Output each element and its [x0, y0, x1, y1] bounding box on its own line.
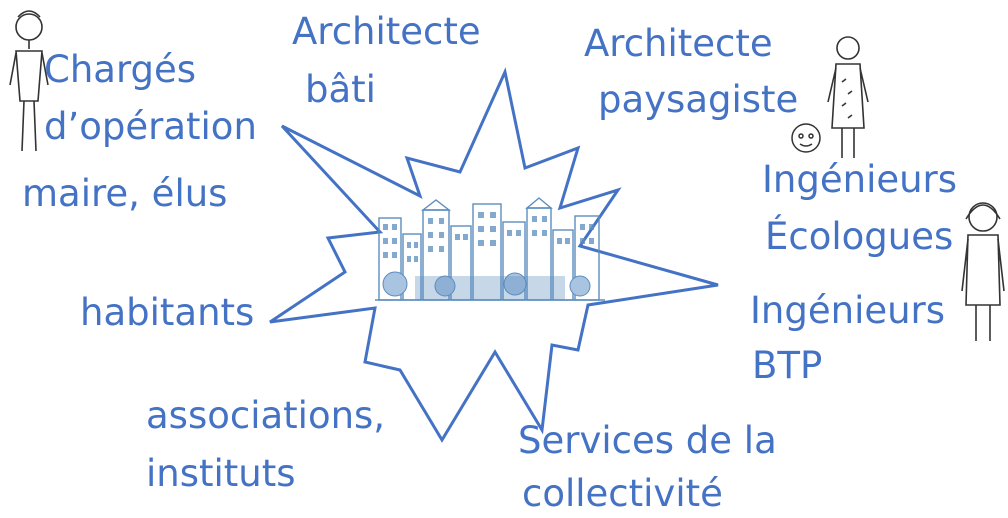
label-architecte-paysagiste-line2: paysagiste [598, 78, 799, 121]
person-sketch-left [9, 10, 49, 152]
label-architecte-bati-line2: bâti [305, 68, 376, 111]
label-services-line2: collectivité [522, 472, 723, 515]
label-ingenieurs-btp-line2: BTP [752, 344, 823, 387]
person-sketch-top-right [827, 36, 869, 158]
label-charges-line2: d’opération [44, 105, 257, 148]
label-ingenieurs-ecologues-line1: Ingénieurs [762, 158, 958, 201]
cityscape-illustration [375, 197, 605, 301]
child-sketch [791, 123, 821, 153]
label-ingenieurs-ecologues-line2: Écologues [765, 215, 954, 258]
label-habitants: habitants [80, 291, 255, 334]
label-architecte-paysagiste-line1: Architecte [584, 22, 773, 65]
label-associations-line1: associations, [146, 394, 386, 437]
person-sketch-right [961, 202, 1005, 341]
label-charges-line1: Chargés [44, 48, 197, 91]
label-services-line1: Services de la [518, 419, 777, 462]
label-maire-elus: maire, élus [22, 172, 228, 215]
label-associations-line2: instituts [146, 452, 296, 495]
label-ingenieurs-btp-line1: Ingénieurs [750, 289, 946, 332]
label-architecte-bati-line1: Architecte [292, 10, 481, 53]
